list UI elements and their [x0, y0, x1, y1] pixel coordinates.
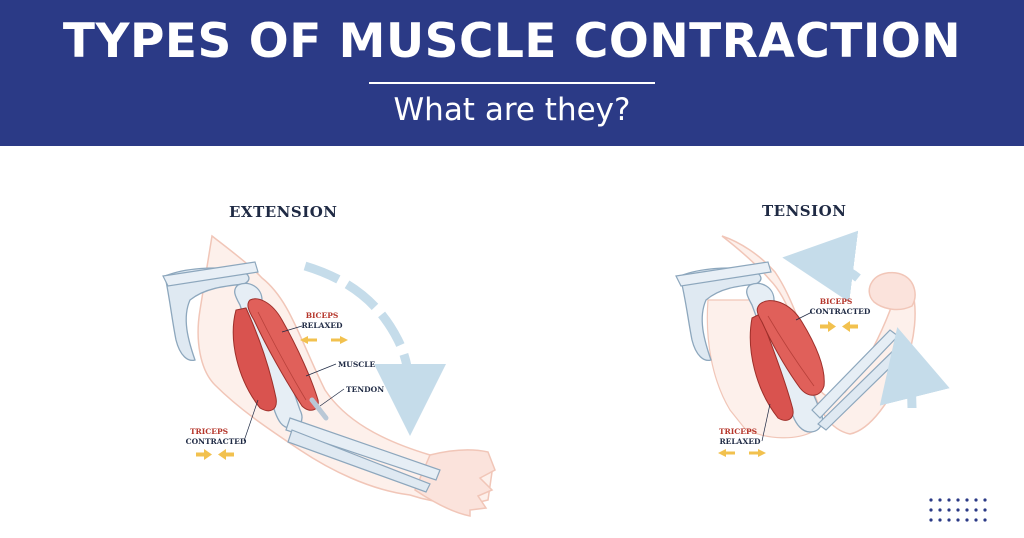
tension-biceps-arrows: [820, 321, 858, 332]
muscle-diagram: BICEPS RELAXED MUSCLE TENDON TRICEPS CON…: [162, 230, 950, 517]
extension-biceps-arrows: [300, 336, 348, 344]
extension-clavicle: [162, 261, 259, 287]
tension-biceps-state: CONTRACTED: [810, 307, 871, 316]
decorative-dot-grid: [929, 498, 987, 522]
extension-biceps-label: BICEPS: [306, 311, 339, 320]
tension-triceps-label: TRICEPS: [719, 427, 757, 436]
extension-muscle-label: MUSCLE: [338, 360, 376, 369]
extension-skin-outline: [197, 234, 493, 505]
extension-triceps-label: TRICEPS: [190, 427, 228, 436]
tension-triceps-arrows: [718, 449, 766, 457]
tension-clavicle: [675, 261, 772, 287]
extension-triceps-state: CONTRACTED: [186, 437, 247, 446]
tension-biceps-label: BICEPS: [820, 297, 853, 306]
extension-hand: [414, 449, 496, 517]
extension-triceps-muscle: [232, 307, 277, 412]
extension-ulna: [287, 429, 431, 493]
tension-biceps-muscle: [756, 300, 825, 396]
extension-arm-illustration: [162, 234, 496, 517]
tension-title: TENSION: [762, 202, 847, 220]
extension-triceps-arrows: [196, 449, 234, 460]
extension-radius: [285, 417, 441, 481]
extension-title: EXTENSION: [229, 203, 338, 221]
tension-arm-illustration: [675, 235, 916, 439]
title-divider: [369, 82, 655, 84]
tension-fist: [868, 271, 916, 311]
extension-biceps-state: RELAXED: [301, 321, 343, 330]
extension-movement-arrow: [303, 261, 446, 436]
header-banner: [0, 0, 1024, 146]
extension-tendon: [309, 397, 329, 421]
tension-triceps-muscle: [749, 313, 794, 421]
tension-triceps-state: RELAXED: [719, 437, 761, 446]
page-title: TYPES OF MUSCLE CONTRACTION: [62, 14, 962, 69]
extension-tendon-label: TENDON: [346, 385, 384, 394]
tension-movement-arrows: [782, 230, 950, 409]
page-subtitle: What are they?: [393, 92, 631, 128]
